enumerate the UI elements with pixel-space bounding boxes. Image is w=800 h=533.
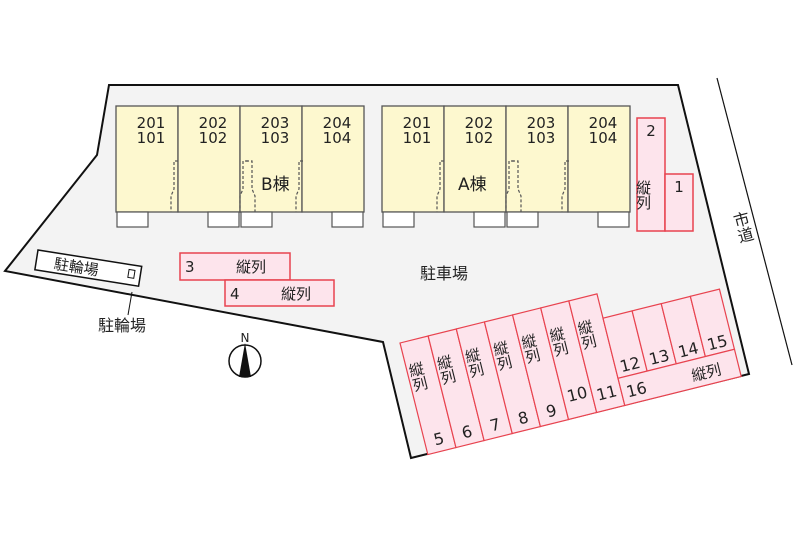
balcony xyxy=(506,211,539,228)
stall-number: 2 xyxy=(646,122,656,140)
unit-number-lower: 101 xyxy=(137,129,166,147)
unit-number-upper: 204 xyxy=(323,114,352,132)
stair-outline xyxy=(561,160,569,212)
balcony xyxy=(331,211,364,228)
stall-number: 5 xyxy=(432,428,446,449)
parking-stall-9[interactable]: 縦列9 xyxy=(511,307,570,428)
unit-number-upper: 204 xyxy=(589,114,618,132)
compass-north-label: N xyxy=(241,331,250,345)
stall-number: 15 xyxy=(705,331,729,354)
north-compass-icon: N xyxy=(228,331,262,378)
unit-number-lower: 104 xyxy=(323,129,352,147)
unit-number-lower: 102 xyxy=(465,129,494,147)
balcony xyxy=(473,211,506,228)
stall-number: 3 xyxy=(185,258,195,276)
stall-number: 13 xyxy=(647,346,671,369)
bicycle-parking-callout: 駐輪場 xyxy=(98,316,146,335)
stair-outline xyxy=(170,160,178,212)
balcony xyxy=(116,211,149,228)
building-label: B棟 xyxy=(261,175,290,195)
stair-outline xyxy=(512,160,522,212)
unit-number-upper: 201 xyxy=(137,114,166,132)
stall-number: 7 xyxy=(488,414,502,435)
parking-stall-4[interactable]: 4 縦列 xyxy=(224,279,335,307)
stall-number: 8 xyxy=(516,407,530,428)
unit-number-lower: 101 xyxy=(403,129,432,147)
unit-number-lower: 102 xyxy=(199,129,228,147)
stair-outline xyxy=(246,160,256,212)
road-line xyxy=(716,77,793,366)
building-label: A棟 xyxy=(458,175,487,195)
parking-stall-15[interactable]: 15 xyxy=(689,288,736,358)
parking-stall-1[interactable]: 1 xyxy=(664,173,694,232)
stall-number: 1 xyxy=(674,178,684,196)
stall-number: 11 xyxy=(595,381,619,404)
unit-number-upper: 202 xyxy=(465,114,494,132)
stall-number: 9 xyxy=(544,400,558,421)
unit-number-upper: 203 xyxy=(261,114,290,132)
unit-number-upper: 202 xyxy=(199,114,228,132)
stall-number: 4 xyxy=(230,285,240,303)
unit-number-upper: 201 xyxy=(403,114,432,132)
stall-number: 6 xyxy=(460,421,474,442)
stall-number: 10 xyxy=(565,382,589,405)
unit-number-lower: 103 xyxy=(527,129,556,147)
stall-type-label: 縦列 xyxy=(281,285,311,303)
stall-number: 16 xyxy=(624,378,648,401)
unit-number-lower: 104 xyxy=(589,129,618,147)
callout-line xyxy=(127,291,133,316)
parking-stall-2[interactable]: 2 縦列 xyxy=(634,117,666,232)
balcony xyxy=(597,211,630,228)
parking-stall-3[interactable]: 3 縦列 xyxy=(179,252,291,281)
road-label: 市道 xyxy=(729,210,756,246)
stall-number: 12 xyxy=(618,353,642,376)
stair-outline xyxy=(239,160,248,212)
stall-type-label: 縦列 xyxy=(236,258,266,276)
unit-number-upper: 203 xyxy=(527,114,556,132)
balcony xyxy=(240,211,273,228)
bicycle-marker xyxy=(127,268,136,279)
balcony xyxy=(207,211,240,228)
stair-outline xyxy=(505,160,514,212)
parking-stall-5[interactable]: 縦列5 xyxy=(399,335,457,456)
stair-outline xyxy=(295,160,303,212)
unit-number-lower: 103 xyxy=(261,129,290,147)
balcony xyxy=(382,211,415,228)
stair-outline xyxy=(436,160,444,212)
stall-number: 14 xyxy=(676,338,700,361)
parking-lot-label: 駐車場 xyxy=(420,264,468,283)
stall-type-label: 縦列 xyxy=(634,180,652,211)
